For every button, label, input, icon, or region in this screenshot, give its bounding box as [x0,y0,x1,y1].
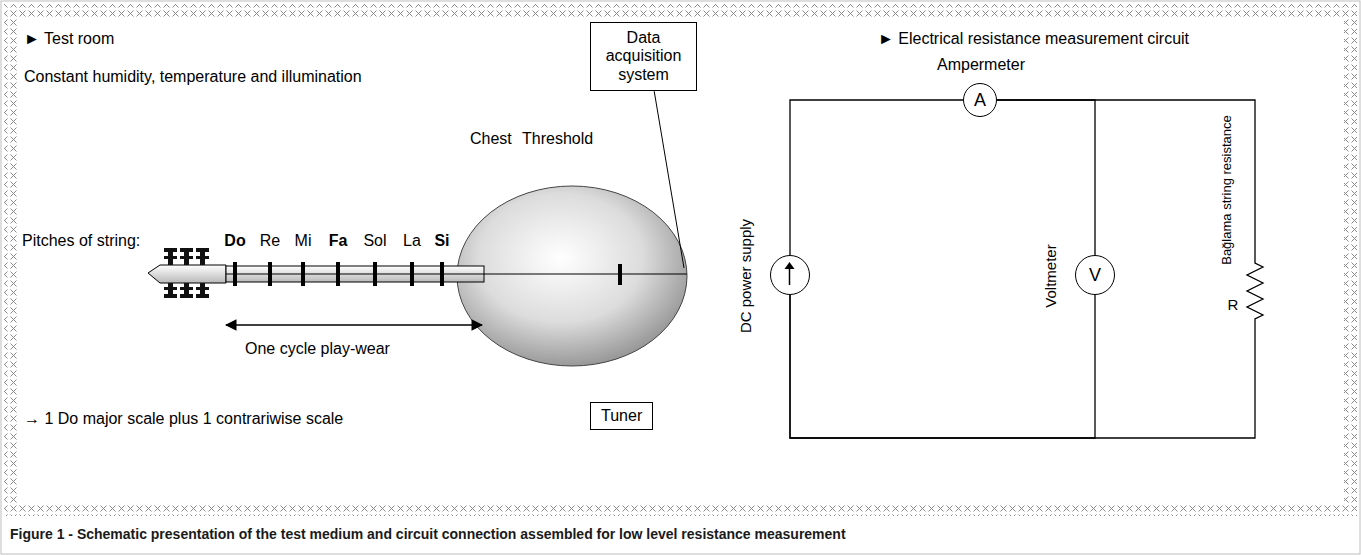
arrow-head [785,262,795,269]
arrow-shaft [789,267,791,285]
label: Mi [295,232,312,250]
node-heading: DC power supply [738,219,755,333]
label: Chest [470,130,512,148]
node-text: A [974,90,986,111]
tuning-head [148,265,226,283]
label: ► Electrical resistance measurement circ… [878,30,1189,48]
daq-box: Data acquisition system [590,22,697,91]
label: La [403,232,421,250]
tuner-box: Tuner [590,402,653,430]
resistor-line [1247,255,1263,331]
wire [790,100,963,255]
cross-stitch-frame [4,4,1357,516]
label: Sol [363,232,386,250]
figure-caption: Figure 1 - Schematic presentation of the… [10,526,846,542]
leader-line [654,91,684,268]
node-text: Tuner [601,407,642,425]
ammeter-symbol: AmpermeterA [963,83,997,117]
wire [997,100,1255,255]
label: Fa [329,232,348,250]
resistor-zigzag [1245,255,1265,331]
label: Pitches of string: [22,232,140,250]
node-heading: R [1228,297,1239,314]
string [226,273,687,274]
label: ► Test room [24,30,114,48]
node-text: Data acquisition system [597,29,690,84]
play-wear-arrow [226,324,482,325]
node-heading: Bağlama string resistance [1220,115,1234,265]
label: → 1 Do major scale plus 1 contrariwise s… [24,410,343,428]
tuning-pegs [164,248,209,298]
wire [790,295,1095,438]
source-arrow [771,256,808,293]
node-heading: Ampermeter [937,56,1025,74]
label: Do [224,232,245,250]
node-heading: Voltmeter [1043,244,1060,307]
resistor-symbol: Bağlama string resistanceR [1245,255,1265,331]
threshold-bridge [618,264,622,285]
wire [997,100,1095,255]
label: Threshold [522,130,593,148]
label: One cycle play-wear [245,340,390,358]
voltmeter-symbol: VoltmeterV [1075,255,1115,295]
label: Si [434,232,449,250]
node-text: V [1089,265,1101,286]
chest-body [457,186,687,366]
dc-source-symbol: DC power supply [770,255,810,295]
label: Constant humidity, temperature and illum… [24,68,362,86]
label: Re [260,232,280,250]
wire [790,295,1255,438]
